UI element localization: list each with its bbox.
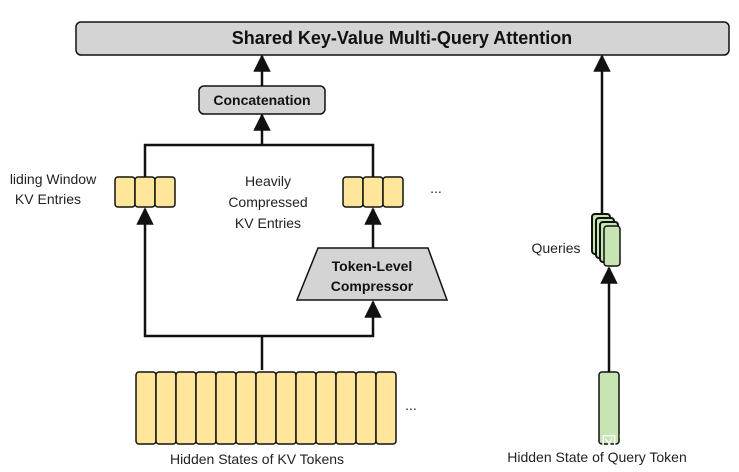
kv-token-cell [355,371,377,445]
compressed-label-line1: Heavily [245,173,291,189]
kv-token-cell [195,371,217,445]
watermark: 掘金技术社区 @ 风雨中的小七 [454,433,713,455]
compressor-label-line1: Token-Level [332,258,413,274]
kv-token-cell [235,371,257,445]
hidden-kv-ellipsis: ... [405,397,417,413]
kv-token-cell [175,371,197,445]
compressed-label-line3: KV Entries [235,215,301,231]
compressed-ellipsis: ... [430,180,442,196]
attention-box [75,21,730,56]
sliding-window-label-line2: KV Entries [15,191,81,207]
kv-token-cell [295,371,317,445]
kv-token-cell [315,371,337,445]
kv-token-cell [215,371,237,445]
hidden-query-label: Hidden State of Query Token [507,449,687,465]
hidden-kv-tokens [135,371,397,445]
kv-token-cell [155,371,177,445]
compressor-label-line2: Compressor [331,278,414,294]
sliding-window-kv-entries [114,176,176,208]
compressed-kv-entries [342,176,404,208]
compressed-label-line2: Compressed [228,194,307,210]
token-level-compressor [295,247,449,301]
kv-token-cell [375,371,397,445]
queries-stack [591,213,621,267]
concatenation-label: Concatenation [213,92,310,108]
branch-to-concat [143,143,375,177]
queries-label: Queries [531,240,580,256]
sliding-window-label-line1: liding Window [10,171,97,187]
kv-token-cell [255,371,277,445]
hidden-kv-label: Hidden States of KV Tokens [170,451,344,467]
kv-token-cell [335,371,357,445]
kv-token-cell [275,371,297,445]
kv-token-cell [135,371,157,445]
attention-title: Shared Key-Value Multi-Query Attention [232,28,572,48]
